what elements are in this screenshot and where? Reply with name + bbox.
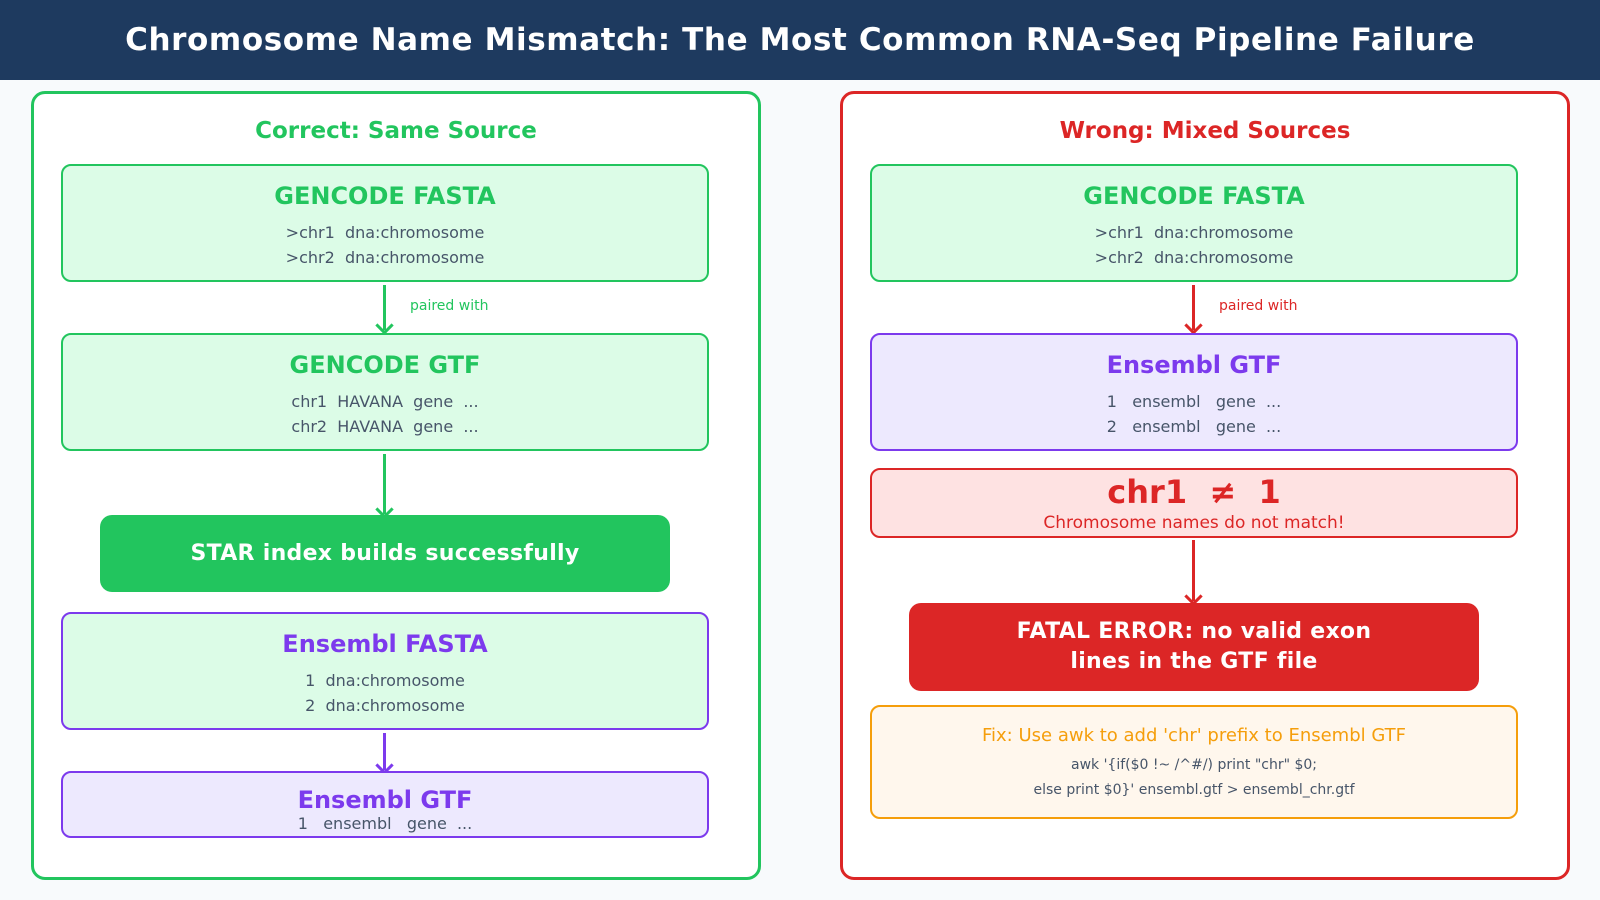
ensembl-fasta-box: Ensembl FASTA 1 dna:chromosome 2 dna:chr… <box>61 612 709 730</box>
ensembl-fasta-line-1: 1 dna:chromosome <box>305 671 465 690</box>
wrong-ensembl-gtf-box: Ensembl GTF 1 ensembl gene ... 2 ensembl… <box>870 333 1518 451</box>
correct-panel: Correct: Same Source GENCODE FASTA >chr1… <box>31 91 761 880</box>
arrow-gtf-to-star <box>383 454 386 514</box>
fatal-error-line-2: lines in the GTF file <box>1070 649 1318 674</box>
ensembl-gtf-line-1: 1 ensembl gene ... <box>297 814 473 833</box>
wrong-paired-with-label: paired with <box>1219 298 1298 314</box>
gencode-fasta-box: GENCODE FASTA >chr1 dna:chromosome >chr2… <box>61 164 709 282</box>
star-success-text: STAR index builds successfully <box>190 540 580 566</box>
wrong-gencode-fasta-line-1: >chr1 dna:chromosome <box>1094 223 1294 242</box>
fix-title: Fix: Use awk to add 'chr' prefix to Ense… <box>981 725 1407 746</box>
wrong-ensembl-gtf-title: Ensembl GTF <box>1106 351 1282 379</box>
gencode-fasta-title: GENCODE FASTA <box>274 182 496 210</box>
wrong-gencode-fasta-box: GENCODE FASTA >chr1 dna:chromosome >chr2… <box>870 164 1518 282</box>
arrow-fasta-to-ensembl-gtf <box>383 733 386 770</box>
wrong-ensembl-gtf-line-2: 2 ensembl gene ... <box>1106 417 1282 436</box>
gencode-gtf-line-2: chr2 HAVANA gene ... <box>291 417 479 436</box>
gencode-gtf-title: GENCODE GTF <box>289 351 481 379</box>
fix-box: Fix: Use awk to add 'chr' prefix to Ense… <box>870 705 1518 819</box>
ensembl-fasta-title: Ensembl FASTA <box>282 630 488 658</box>
ensembl-fasta-line-2: 2 dna:chromosome <box>305 696 465 715</box>
wrong-panel-title: Wrong: Mixed Sources <box>1059 118 1351 144</box>
page-title: Chromosome Name Mismatch: The Most Commo… <box>125 22 1475 58</box>
wrong-panel: Wrong: Mixed Sources GENCODE FASTA >chr1… <box>840 91 1570 880</box>
mismatch-box: chr1 ≠ 1 Chromosome names do not match! <box>870 468 1518 538</box>
gencode-gtf-line-1: chr1 HAVANA gene ... <box>291 392 479 411</box>
wrong-arrow-fasta-to-gtf <box>1192 285 1195 330</box>
correct-panel-title: Correct: Same Source <box>255 118 537 144</box>
ensembl-gtf-title: Ensembl GTF <box>297 786 473 814</box>
star-success-box: STAR index builds successfully <box>100 515 670 592</box>
arrow-mismatch-to-error <box>1192 540 1195 601</box>
header-banner: Chromosome Name Mismatch: The Most Commo… <box>0 0 1600 80</box>
wrong-gencode-fasta-title: GENCODE FASTA <box>1083 182 1305 210</box>
fix-code-line-2: else print $0}' ensembl.gtf > ensembl_ch… <box>1033 782 1355 798</box>
gencode-fasta-line-1: >chr1 dna:chromosome <box>285 223 485 242</box>
fatal-error-box: FATAL ERROR: no valid exon lines in the … <box>909 603 1479 691</box>
mismatch-subtext: Chromosome names do not match! <box>1043 513 1345 533</box>
gencode-gtf-box: GENCODE GTF chr1 HAVANA gene ... chr2 HA… <box>61 333 709 451</box>
gencode-fasta-line-2: >chr2 dna:chromosome <box>285 248 485 267</box>
mismatch-text: chr1 ≠ 1 <box>1107 473 1281 511</box>
wrong-ensembl-gtf-line-1: 1 ensembl gene ... <box>1106 392 1282 411</box>
fatal-error-line-1: FATAL ERROR: no valid exon <box>1016 619 1372 644</box>
wrong-gencode-fasta-line-2: >chr2 dna:chromosome <box>1094 248 1294 267</box>
arrow-fasta-to-gtf <box>383 285 386 330</box>
paired-with-label: paired with <box>410 298 489 314</box>
ensembl-gtf-box: Ensembl GTF 1 ensembl gene ... <box>61 771 709 838</box>
fix-code-line-1: awk '{if($0 !~ /^#/) print "chr" $0; <box>1070 757 1318 773</box>
